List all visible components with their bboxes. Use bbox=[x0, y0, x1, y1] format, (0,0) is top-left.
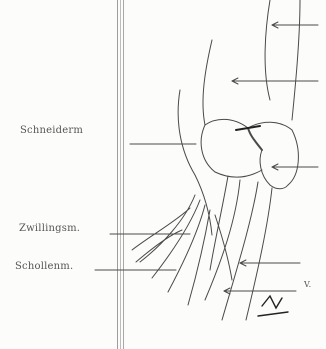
kneecap-contour bbox=[270, 185, 288, 189]
kneecap-contour bbox=[248, 128, 262, 150]
tendon-line bbox=[246, 188, 272, 320]
thigh-contour bbox=[203, 40, 212, 125]
kneecap-contour bbox=[260, 150, 270, 185]
kneecap-contour bbox=[201, 125, 215, 172]
kneecap-contour bbox=[215, 170, 262, 177]
label-schollenm: Schollenm. bbox=[15, 261, 73, 272]
tendon-line bbox=[210, 176, 228, 270]
label-zwillingsm: Zwillingsm. bbox=[19, 223, 80, 234]
thigh-contour bbox=[265, 0, 270, 100]
label-schneiderm: Schneiderm bbox=[20, 125, 83, 136]
kneecap-contour bbox=[288, 130, 298, 185]
artist-signature bbox=[258, 312, 288, 316]
kneecap-contour bbox=[205, 119, 248, 128]
artist-signature bbox=[262, 296, 282, 308]
calf-muscle-fiber bbox=[215, 215, 232, 280]
tendon-line bbox=[222, 182, 258, 320]
calf-muscle-fiber bbox=[152, 200, 200, 278]
thigh-contour bbox=[292, 0, 300, 120]
cropped-label-fragment: V. bbox=[304, 280, 311, 289]
thigh-contour bbox=[178, 90, 195, 175]
